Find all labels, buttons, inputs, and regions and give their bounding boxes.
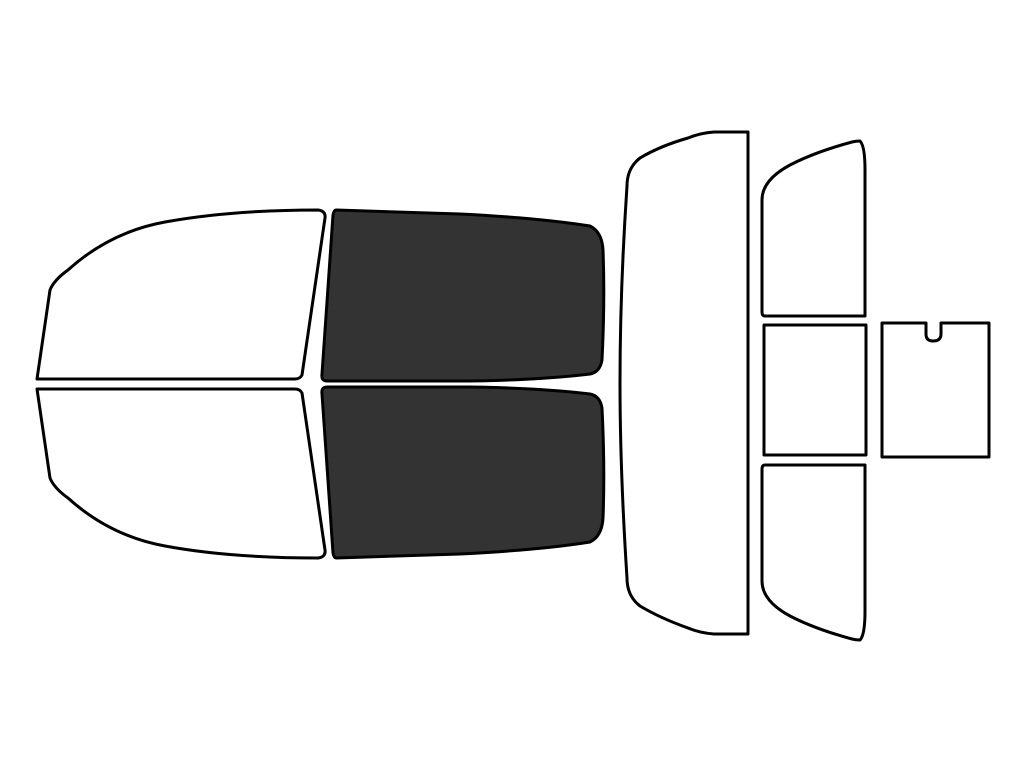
front-passenger-window[interactable] <box>35 387 327 560</box>
rear-driver-window[interactable] <box>320 208 606 383</box>
front-driver-window[interactable] <box>35 208 327 381</box>
windshield[interactable] <box>618 130 750 636</box>
rear-slider-window[interactable] <box>762 323 868 457</box>
sunroof[interactable] <box>880 321 991 459</box>
rear-passenger-window[interactable] <box>320 385 606 560</box>
rear-quarter-bottom-window[interactable] <box>760 463 867 642</box>
rear-quarter-top-window[interactable] <box>760 139 867 318</box>
